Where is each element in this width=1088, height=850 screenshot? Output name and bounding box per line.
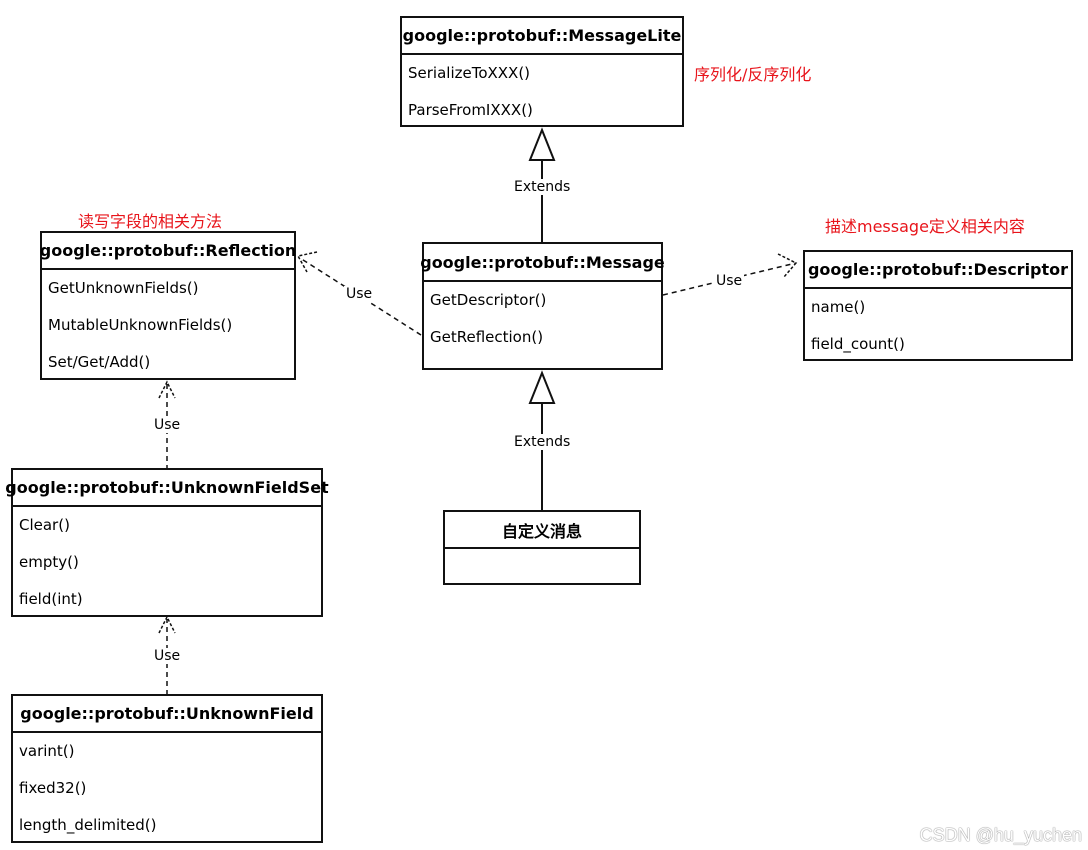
- class-title: google::protobuf::Descriptor: [805, 252, 1071, 289]
- class-title: google::protobuf::UnknownField: [13, 696, 321, 733]
- method: MutableUnknownFields(): [48, 316, 233, 334]
- class-title: 自定义消息: [445, 512, 639, 549]
- use-label-reflection: Use: [344, 286, 375, 302]
- method: length_delimited(): [19, 816, 157, 834]
- class-title: google::protobuf::Reflection: [40, 233, 296, 270]
- note-serialize: 序列化/反序列化: [694, 65, 812, 84]
- use-line-reflection: [299, 257, 422, 336]
- use-arrowhead-reflection: [296, 251, 318, 273]
- method: field(int): [19, 590, 83, 608]
- method: varint(): [19, 742, 75, 760]
- method: ParseFromIXXX(): [408, 101, 533, 119]
- note-descriptor: 描述message定义相关内容: [825, 217, 1025, 236]
- class-reflection: google::protobuf::Reflection GetUnknownF…: [40, 231, 296, 380]
- use-line-descriptor: [662, 262, 797, 296]
- use-label-fieldset: Use: [152, 417, 183, 433]
- class-unknown-field-set: google::protobuf::UnknownFieldSet Clear(…: [5, 468, 329, 617]
- method: GetReflection(): [430, 328, 544, 346]
- class-unknown-field: google::protobuf::UnknownField varint() …: [11, 694, 323, 843]
- method: empty(): [19, 553, 79, 571]
- use-label-descriptor: Use: [714, 273, 745, 289]
- extends-arrowhead-top: [528, 127, 556, 161]
- class-descriptor: google::protobuf::Descriptor name() fiel…: [803, 250, 1073, 361]
- method: GetUnknownFields(): [48, 279, 199, 297]
- method: Set/Get/Add(): [48, 353, 151, 371]
- class-message: google::protobuf::Message GetDescriptor(…: [420, 242, 665, 370]
- extends-label-bottom: Extends: [512, 434, 573, 450]
- class-title: google::protobuf::MessageLite: [402, 18, 682, 55]
- extends-arrowhead-bottom: [528, 370, 556, 404]
- use-label-field: Use: [152, 648, 183, 664]
- method: field_count(): [811, 335, 905, 353]
- watermark: CSDN @hu_yuchen: [919, 825, 1082, 845]
- use-arrowhead-fieldset: [158, 380, 176, 399]
- method: fixed32(): [19, 779, 87, 797]
- class-message-lite: google::protobuf::MessageLite SerializeT…: [400, 16, 684, 127]
- method: name(): [811, 298, 866, 316]
- method: SerializeToXXX(): [408, 64, 531, 82]
- extends-label-top: Extends: [512, 179, 573, 195]
- class-title: google::protobuf::Message: [420, 244, 665, 282]
- class-title: google::protobuf::UnknownFieldSet: [5, 470, 329, 507]
- method: GetDescriptor(): [430, 291, 547, 309]
- note-reflection: 读写字段的相关方法: [78, 212, 223, 231]
- use-arrowhead-field: [158, 615, 176, 634]
- class-custom-message: 自定义消息: [443, 510, 641, 585]
- method: Clear(): [19, 516, 70, 534]
- use-arrowhead-descriptor: [777, 253, 798, 278]
